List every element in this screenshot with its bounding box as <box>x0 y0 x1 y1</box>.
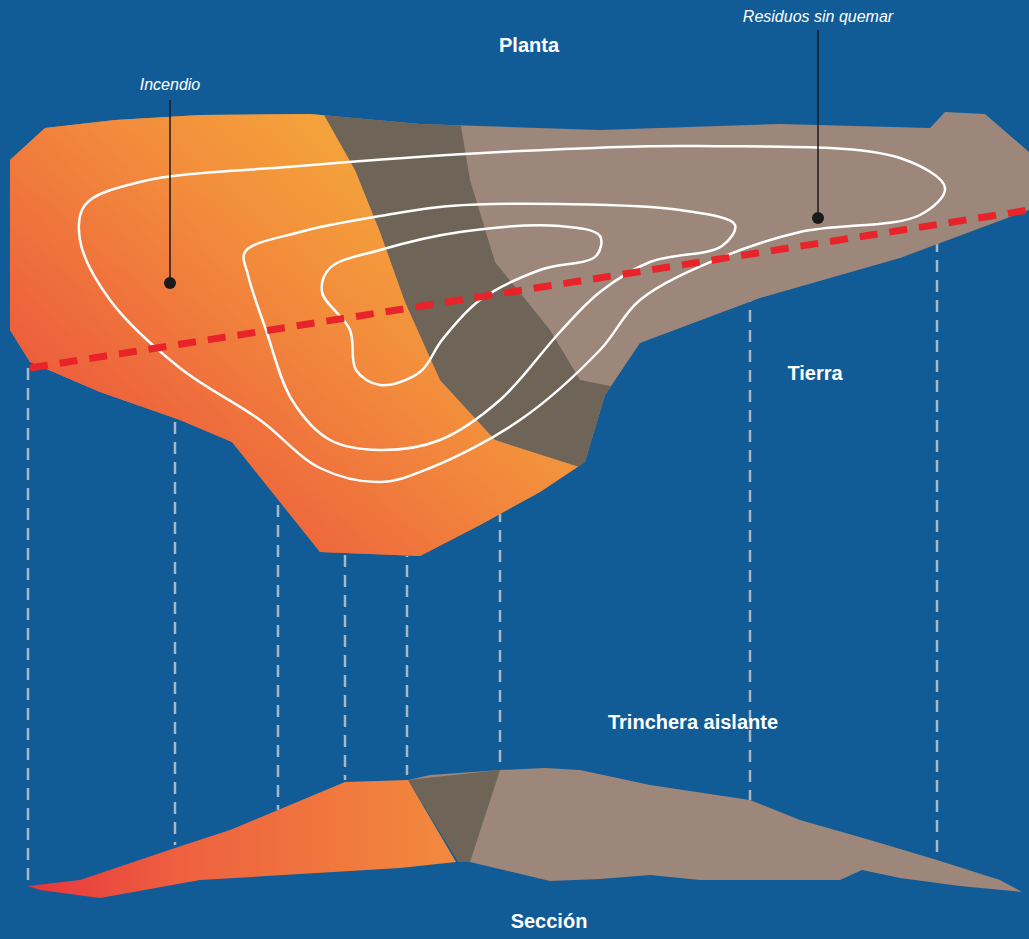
leader-line <box>817 30 819 218</box>
contour-line <box>322 225 602 385</box>
fire-zone <box>0 90 595 620</box>
view-title: Sección <box>511 909 588 933</box>
callout-label: Residuos sin quemar <box>743 7 893 26</box>
projection-line <box>27 368 30 885</box>
region-label: Trinchera aislante <box>608 710 778 734</box>
leader-dot <box>812 212 824 224</box>
callout-label: Incendio <box>140 75 201 94</box>
leader-dot <box>164 277 176 289</box>
projection-line <box>936 220 939 855</box>
section-fire <box>28 780 456 898</box>
view-title: Planta <box>499 33 559 57</box>
section-waste <box>408 768 1022 892</box>
contour-line <box>244 204 736 450</box>
region-label: Tierra <box>787 361 842 385</box>
leader-line <box>169 100 171 283</box>
contour-line <box>79 146 945 482</box>
section-line <box>30 210 1029 368</box>
